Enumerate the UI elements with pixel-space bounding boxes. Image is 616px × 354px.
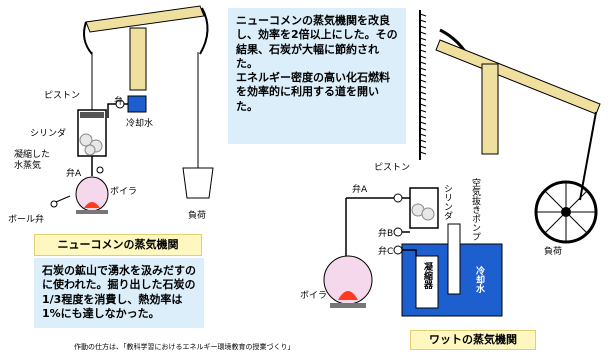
- footer-credit: 作動の仕方は、「教科学習におけるエネルギー環境教育の授業づくり」: [74, 343, 295, 351]
- rack-tooth: [419, 31, 427, 35]
- newcomen-beam: [85, 5, 205, 33]
- rack-tooth: [419, 61, 427, 65]
- rack-tooth: [419, 151, 427, 155]
- newcomen-arch-left: [83, 21, 93, 55]
- watt-label-piston: ピストン: [374, 163, 411, 173]
- watt-engine: [323, 10, 601, 317]
- watt-label-air-pump: 空気抜きポンプ: [470, 178, 480, 241]
- watt-pillar: [481, 63, 499, 155]
- newcomen-label-cylinder: シリンダ: [30, 129, 67, 139]
- newcomen-label-load: 負荷: [188, 211, 207, 221]
- rack-tooth: [419, 145, 427, 149]
- newcomen-engine: [50, 5, 214, 214]
- newcomen-load-bucket: [182, 167, 214, 199]
- rack-tooth: [419, 139, 427, 143]
- watt-label-valve-a: 弁A: [352, 185, 368, 195]
- newcomen-label-valve-a: 弁A: [66, 169, 82, 179]
- rack-tooth: [419, 79, 427, 83]
- watt-air-pump: [447, 223, 461, 295]
- rack-tooth: [419, 25, 427, 29]
- watt-title: ワットの蒸気機関: [410, 330, 536, 350]
- rack-tooth: [419, 43, 427, 47]
- rack-tooth: [419, 127, 427, 131]
- watt-label-valve-b: 弁B: [378, 229, 394, 239]
- newcomen-label-condensed-steam: 凝縮した 水蒸気: [14, 150, 51, 171]
- newcomen-label-boiler: ボイラ: [110, 187, 138, 197]
- watt-label-load: 負荷: [544, 247, 563, 257]
- rack-tooth: [419, 85, 427, 89]
- newcomen-flame-icon: [84, 202, 100, 208]
- watt-condenser: [415, 255, 439, 309]
- watt-valve-a-icon: [393, 193, 403, 203]
- rack-tooth: [419, 67, 427, 71]
- rack-tooth: [419, 133, 427, 137]
- watt-label-boiler: ボイラ: [300, 291, 328, 301]
- newcomen-burner: [76, 210, 108, 214]
- newcomen-label-piston: ピストン: [44, 91, 81, 101]
- newcomen-arch-right: [199, 7, 209, 55]
- rack-tooth: [419, 73, 427, 77]
- watt-burner: [330, 303, 366, 308]
- newcomen-piston-head: [80, 112, 104, 118]
- rack-tooth: [419, 37, 427, 41]
- watt-rack-teeth: [419, 13, 427, 155]
- newcomen-cooling-tank: [127, 95, 147, 113]
- newcomen-valve-icon: [115, 99, 125, 109]
- watt-flame-icon: [338, 291, 358, 300]
- newcomen-pillar: [129, 27, 147, 91]
- watt-label-cylinder: シリンダ: [442, 184, 452, 220]
- rack-tooth: [419, 121, 427, 125]
- watt-label-valve-c: 弁C: [378, 247, 394, 257]
- rack-tooth: [419, 13, 427, 17]
- watt-valve-c-icon: [393, 245, 403, 255]
- rack-tooth: [419, 19, 427, 23]
- watt-valve-b-icon: [393, 227, 403, 237]
- watt-label-condenser: 凝縮器: [422, 262, 432, 289]
- rack-tooth: [419, 91, 427, 95]
- watt-beam: [435, 39, 601, 115]
- newcomen-steam-cloud: [79, 133, 93, 147]
- newcomen-title: ニューコメンの蒸気機関: [34, 234, 202, 256]
- rack-tooth: [419, 109, 427, 113]
- newcomen-valve-a-icon: [96, 166, 104, 174]
- newcomen-label-valve: 弁: [114, 97, 124, 107]
- newcomen-label-ball-valve: ボール弁: [8, 215, 45, 225]
- rack-tooth: [419, 97, 427, 101]
- newcomen-description: 石炭の鉱山で湧水を汲みだすのに使われた。掘り出した石炭の1/3程度を消費し、熱効…: [34, 258, 204, 328]
- newcomen-label-cooling-water: 冷却水: [126, 119, 154, 129]
- watt-description: ニューコメンの蒸気機関を改良し、効率を2倍以上にした。その結果、石炭が大幅に節約…: [228, 8, 406, 144]
- rack-tooth: [419, 49, 427, 53]
- newcomen-ball-valve-icon: [50, 200, 58, 208]
- rack-tooth: [419, 115, 427, 119]
- rack-tooth: [419, 55, 427, 59]
- rack-tooth: [419, 103, 427, 107]
- watt-label-cooling-water: 冷却水: [474, 266, 484, 293]
